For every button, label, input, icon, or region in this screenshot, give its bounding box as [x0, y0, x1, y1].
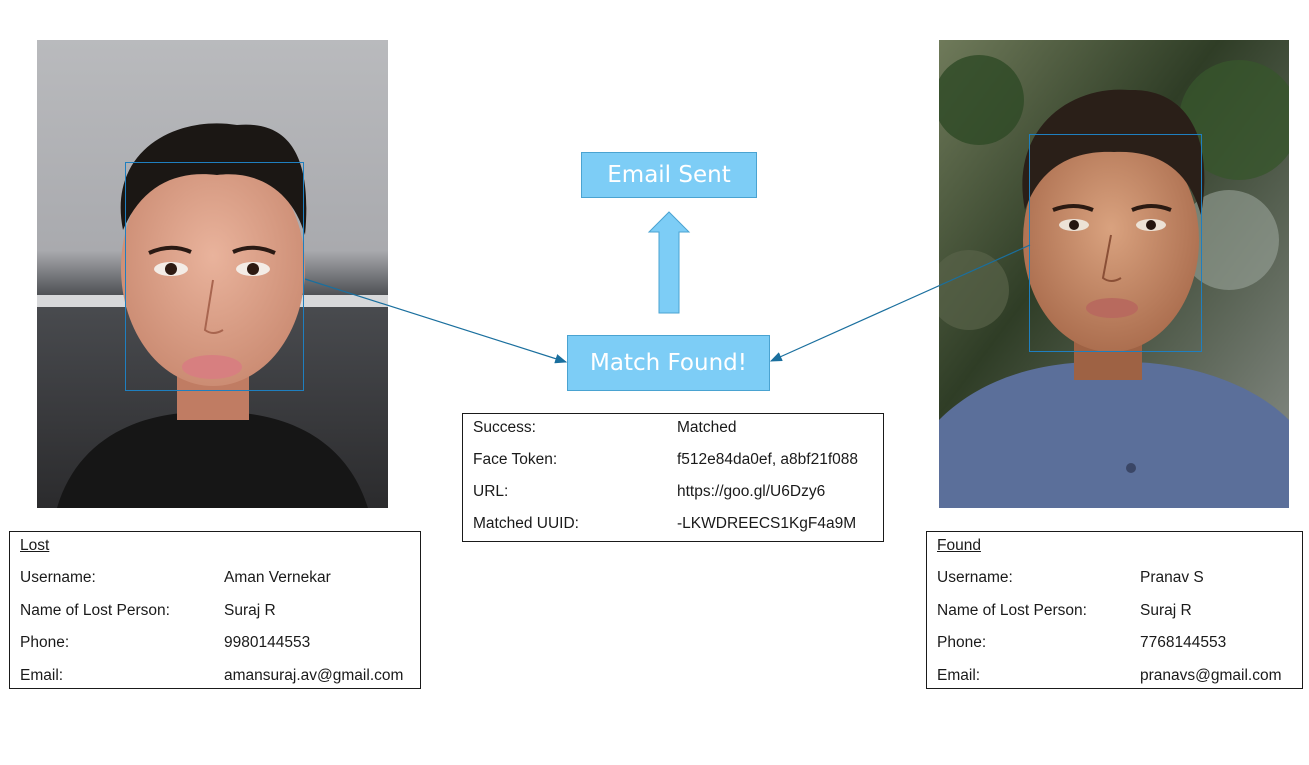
- match-label: Success:: [473, 419, 536, 436]
- match-label: URL:: [473, 483, 509, 500]
- field-label: Username:: [20, 569, 96, 586]
- lost-face-detection-box: [125, 162, 304, 391]
- found-heading-row: Found: [927, 535, 1302, 557]
- field-label: Phone:: [20, 634, 70, 651]
- found-heading: Found: [937, 537, 981, 554]
- match-value: Matched: [677, 419, 737, 436]
- match-row-url: URL: https://goo.gl/U6Dzy6: [463, 481, 883, 503]
- field-value: Pranav S: [1140, 569, 1204, 586]
- field-value: 7768144553: [1140, 634, 1227, 651]
- field-label: Email:: [20, 667, 64, 684]
- found-face-detection-box: [1029, 134, 1202, 352]
- found-row-name: Name of Lost Person: Suraj R: [927, 600, 1302, 622]
- up-arrow: [647, 211, 691, 314]
- found-row-phone: Phone: 7768144553: [927, 632, 1302, 654]
- field-label: Phone:: [937, 634, 987, 651]
- match-url-link[interactable]: https://goo.gl/U6Dzy6: [677, 483, 826, 500]
- field-label: Name of Lost Person:: [937, 602, 1087, 619]
- lost-person-card: Lost Username: Aman Vernekar Name of Los…: [9, 531, 421, 689]
- match-value: f512e84da0ef, a8bf21f088: [677, 451, 859, 468]
- field-value: 9980144553: [224, 634, 311, 651]
- lost-heading-row: Lost: [10, 535, 420, 557]
- field-value: amansuraj.av@gmail.com: [224, 667, 404, 684]
- found-row-email: Email: pranavs@gmail.com: [927, 665, 1302, 687]
- found-row-username: Username: Pranav S: [927, 567, 1302, 589]
- field-label: Name of Lost Person:: [20, 602, 170, 619]
- lost-row-phone: Phone: 9980144553: [10, 632, 420, 654]
- match-row-success: Success: Matched: [463, 417, 883, 439]
- field-value: Suraj R: [224, 602, 276, 619]
- match-label: Matched UUID:: [473, 515, 579, 532]
- email-sent-box: Email Sent: [581, 152, 757, 198]
- lost-row-username: Username: Aman Vernekar: [10, 567, 420, 589]
- match-row-face-token: Face Token: f512e84da0ef, a8bf21f088: [463, 449, 883, 471]
- field-label: Email:: [937, 667, 981, 684]
- match-details-card: Success: Matched Face Token: f512e84da0e…: [462, 413, 884, 542]
- lost-heading: Lost: [20, 537, 50, 554]
- lost-row-name: Name of Lost Person: Suraj R: [10, 600, 420, 622]
- field-value: Suraj R: [1140, 602, 1192, 619]
- found-person-photo: [939, 40, 1289, 508]
- found-person-card: Found Username: Pranav S Name of Lost Pe…: [926, 531, 1303, 689]
- lost-person-photo: [37, 40, 388, 508]
- match-row-uuid: Matched UUID: -LKWDREECS1KgF4a9M: [463, 513, 883, 535]
- field-label: Username:: [937, 569, 1013, 586]
- match-label: Face Token:: [473, 451, 558, 468]
- field-value: Aman Vernekar: [224, 569, 331, 586]
- match-value: -LKWDREECS1KgF4a9M: [677, 515, 857, 532]
- lost-row-email: Email: amansuraj.av@gmail.com: [10, 665, 420, 687]
- field-value: pranavs@gmail.com: [1140, 667, 1282, 684]
- match-found-box: Match Found!: [567, 335, 770, 391]
